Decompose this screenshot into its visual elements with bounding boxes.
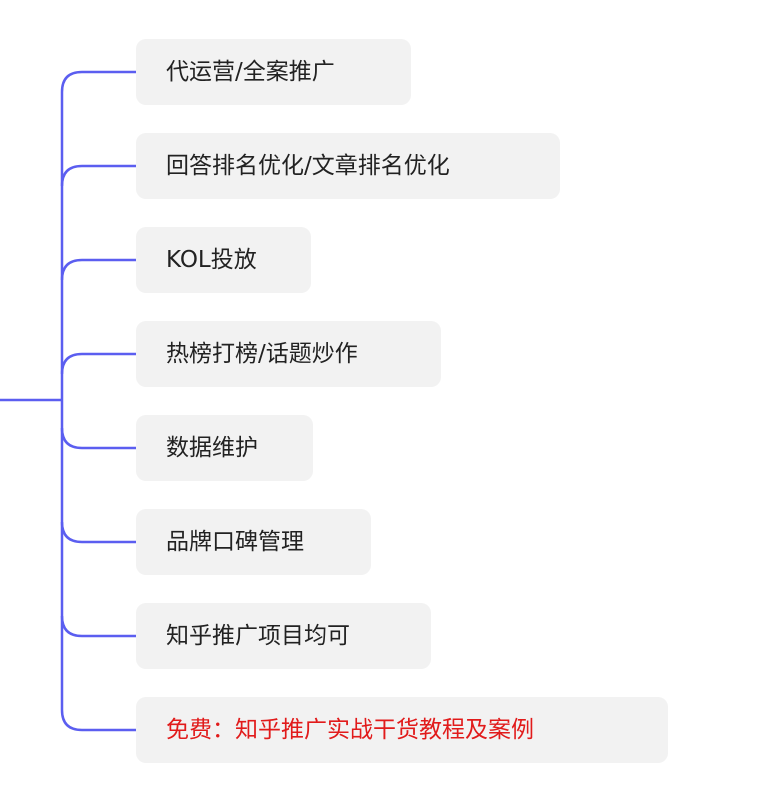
branch-node-kol[interactable]: KOL投放 (136, 227, 311, 293)
branch-label: 数据维护 (166, 434, 258, 461)
branch-connector-8 (60, 709, 136, 732)
branch-node-answer-ranking[interactable]: 回答排名优化/文章排名优化 (136, 133, 560, 199)
branch-connector-5 (60, 427, 136, 450)
branch-connector-3 (60, 258, 136, 281)
branch-node-brand-reputation[interactable]: 品牌口碑管理 (136, 509, 371, 575)
branch-label: 回答排名优化/文章排名优化 (166, 152, 450, 179)
branch-connector-2 (60, 164, 136, 187)
branch-connector-7 (60, 615, 136, 638)
branch-label: 知乎推广项目均可 (166, 622, 350, 649)
branch-node-data-maintenance[interactable]: 数据维护 (136, 415, 313, 481)
branch-node-all-projects[interactable]: 知乎推广项目均可 (136, 603, 431, 669)
branch-label: 代运营/全案推广 (166, 58, 335, 85)
branch-connector-4 (60, 352, 136, 375)
branch-label: 免费：知乎推广实战干货教程及案例 (166, 716, 534, 743)
branch-label: 品牌口碑管理 (166, 528, 304, 555)
branch-node-free-tutorial[interactable]: 免费：知乎推广实战干货教程及案例 (136, 697, 668, 763)
branch-label: 热榜打榜/话题炒作 (166, 340, 358, 367)
branch-connector-1 (60, 70, 136, 93)
branch-node-agency-operation[interactable]: 代运营/全案推广 (136, 39, 411, 105)
branch-label: KOL投放 (166, 246, 257, 273)
branch-connector-6 (60, 521, 136, 544)
branch-node-hot-list[interactable]: 热榜打榜/话题炒作 (136, 321, 441, 387)
